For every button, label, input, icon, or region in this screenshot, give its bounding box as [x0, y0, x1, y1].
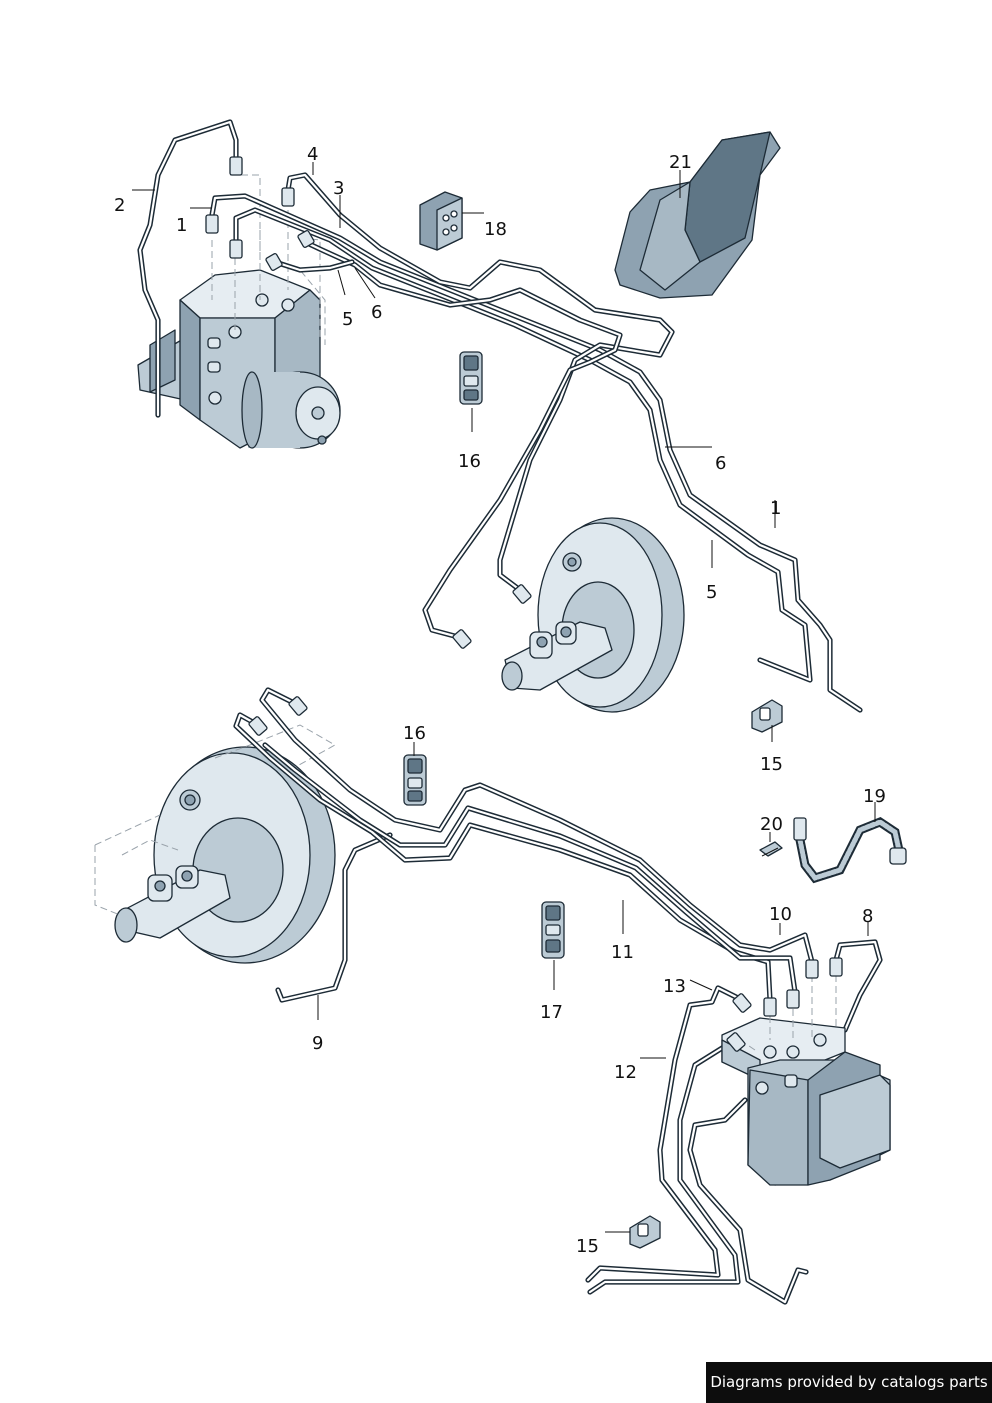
clip-18 [419, 191, 463, 251]
callout-3: 3 [333, 178, 344, 199]
credit-banner: Diagrams provided by catalogs parts [706, 1362, 992, 1403]
callout-17: 17 [540, 1002, 563, 1023]
fittings-top [205, 156, 532, 649]
callout-19: 19 [863, 786, 886, 807]
callout-13: 13 [663, 976, 686, 997]
callout-21: 21 [669, 152, 692, 173]
clip-15-top [751, 699, 783, 733]
brake-line-bundle-bottom [233, 687, 883, 1033]
bracket-20 [759, 841, 783, 857]
clip-15-bottom [629, 1215, 661, 1249]
clip-17 [541, 901, 565, 959]
brake-line-12-13 [585, 985, 809, 1305]
callouts: 2 1 4 3 18 21 5 6 16 6 1 5 15 16 19 20 1… [114, 144, 886, 1257]
callout-5: 5 [706, 582, 717, 603]
callout-5: 5 [342, 309, 353, 330]
callout-18: 18 [484, 219, 507, 240]
callout-15: 15 [760, 754, 783, 775]
heat-shield-21 [614, 131, 781, 299]
callout-6: 6 [715, 453, 726, 474]
callout-12: 12 [614, 1062, 637, 1083]
callout-16: 16 [403, 723, 426, 744]
clip-16-top [459, 351, 483, 405]
brake-hose-19 [793, 816, 907, 884]
callout-4: 4 [307, 144, 318, 165]
callout-11: 11 [611, 942, 634, 963]
callout-16: 16 [458, 451, 481, 472]
brake-line-9 [275, 832, 393, 1003]
callout-15: 15 [576, 1236, 599, 1257]
brake-booster-top [501, 517, 685, 713]
fittings-bottom [248, 696, 843, 1052]
brake-booster-bottom [114, 746, 336, 964]
callout-1: 1 [770, 498, 781, 519]
callout-2: 2 [114, 195, 125, 216]
callout-1: 1 [176, 215, 187, 236]
brake-line-2 [137, 119, 239, 418]
callout-10: 10 [769, 904, 792, 925]
callout-20: 20 [760, 814, 783, 835]
leader-lines [132, 162, 876, 1233]
callout-6: 6 [371, 302, 382, 323]
abs-unit-top [137, 269, 341, 449]
brake-line-bundle-top [209, 172, 863, 713]
callout-9: 9 [312, 1033, 323, 1054]
callout-8: 8 [862, 906, 873, 927]
clip-16-bottom [403, 754, 427, 806]
abs-unit-bottom [721, 1017, 891, 1186]
